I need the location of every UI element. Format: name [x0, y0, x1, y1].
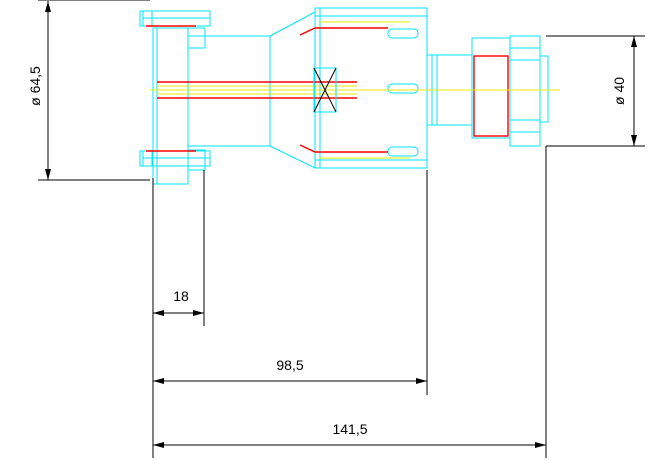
arrow-18-left [153, 310, 164, 316]
valve-symbol [313, 67, 337, 113]
arrow-down [45, 169, 51, 180]
centerlines [150, 21, 560, 159]
arrow-98-right [416, 378, 427, 384]
valve-cross-b [313, 67, 337, 113]
arrow-nut-up [631, 36, 637, 47]
arrow-98-left [153, 378, 164, 384]
section-lines [146, 25, 509, 153]
bottom-chamfer [299, 144, 388, 153]
nut-body [471, 37, 511, 139]
label-nut-diameter: ø 40 [611, 77, 627, 105]
nut-cap [539, 55, 549, 123]
slot-middle [387, 83, 419, 94]
slot-bottom [387, 146, 419, 157]
flange-plate [152, 27, 189, 185]
flange-step-bottom [187, 149, 206, 171]
nut-thread [473, 55, 509, 137]
valve-box [313, 67, 337, 113]
arrow-141-right [535, 442, 546, 448]
label-body-length: 98,5 [276, 357, 303, 373]
arrow-141-left [153, 442, 164, 448]
main-body [314, 7, 428, 169]
top-chamfer [299, 27, 388, 36]
arrow-nut-down [631, 135, 637, 146]
flange-step-top [187, 27, 206, 49]
nut-head [509, 35, 541, 147]
slot-top [387, 28, 419, 39]
dimensions: ø 64,5 ø 40 18 98,5 141,5 [27, 0, 645, 458]
label-flange-thickness: 18 [173, 288, 189, 304]
neck [187, 35, 271, 147]
label-overall-length: 141,5 [332, 421, 367, 437]
label-flange-diameter: ø 64,5 [27, 66, 43, 106]
arrow-18-right [193, 310, 204, 316]
arrow-up [45, 1, 51, 12]
